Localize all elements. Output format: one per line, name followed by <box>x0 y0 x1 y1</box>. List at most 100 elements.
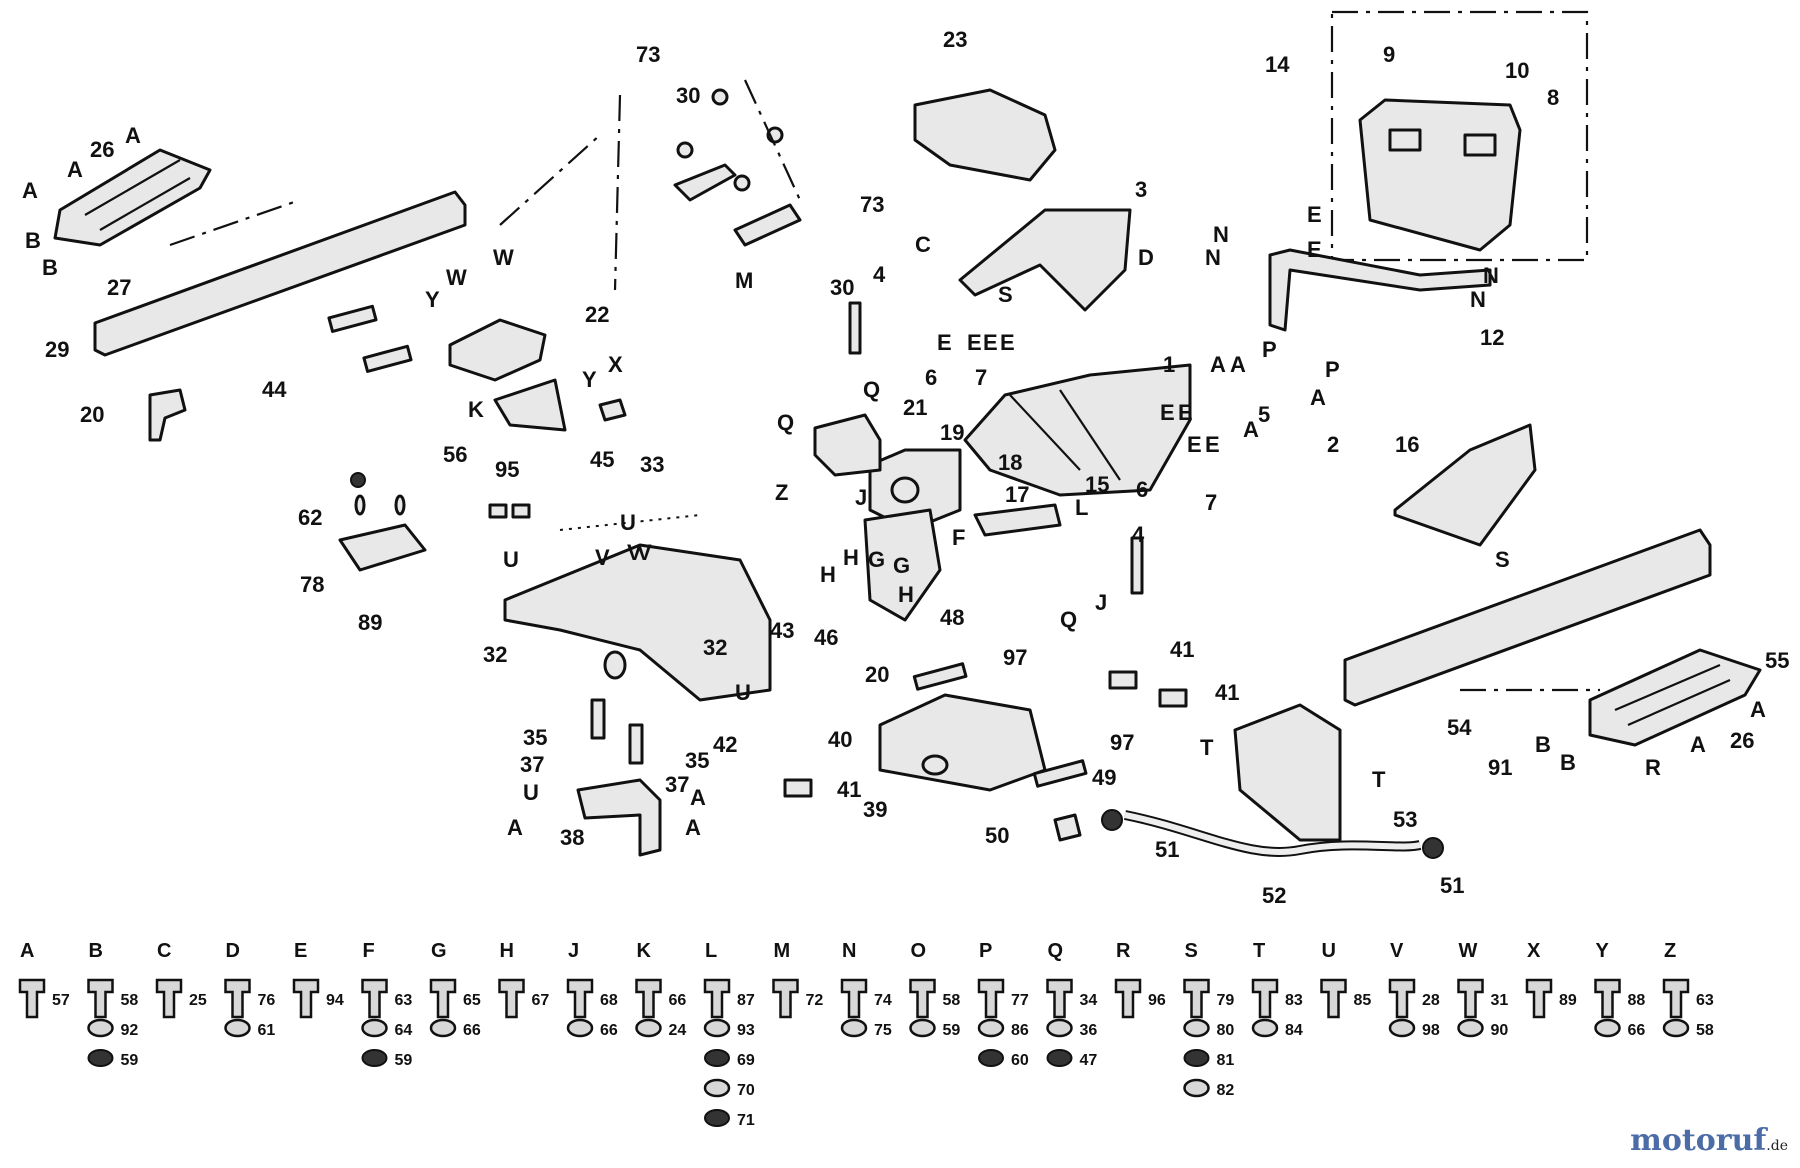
legend-part-number: 59 <box>121 1052 139 1069</box>
legend-letter: X <box>1527 940 1541 962</box>
part-spring-35b <box>628 723 644 765</box>
legend-group-a: A57 <box>18 940 70 1019</box>
callout-62: 62 <box>298 505 322 530</box>
legend-part-number: 58 <box>121 992 139 1009</box>
part-strip-4b <box>1130 536 1144 595</box>
watermark-tld: .de <box>1766 1138 1788 1154</box>
legend-part-number: 31 <box>1491 992 1509 1009</box>
legend-bolt-icon <box>292 978 320 1019</box>
legend-letter: B <box>89 940 103 962</box>
watermark-logo: motoruf.de <box>1630 1123 1788 1158</box>
callout-29: 29 <box>45 337 69 362</box>
legend-letter: W <box>1459 940 1478 962</box>
part-bracket-12 <box>1268 248 1492 332</box>
legend-group-m: M72 <box>772 940 823 1019</box>
ref-letter-n: N <box>1483 263 1499 288</box>
legend-letter: H <box>500 940 514 962</box>
legend-bolt-icon <box>772 978 799 1019</box>
callout-73: 73 <box>636 42 660 67</box>
legend-nut-icon <box>1183 1049 1210 1067</box>
legend-letter: O <box>911 940 927 962</box>
callout-53: 53 <box>1393 807 1417 832</box>
legend-bolt-icon <box>566 978 594 1019</box>
legend-part-number: 94 <box>326 992 344 1009</box>
part-pad-97a <box>912 662 968 691</box>
callout-23: 23 <box>943 27 967 52</box>
legend-part-number: 92 <box>121 1022 139 1039</box>
part-dash-panel <box>958 208 1132 312</box>
part-clip-33 <box>598 398 627 422</box>
dash-line-d <box>169 198 301 247</box>
legend-bolt-icon <box>635 978 662 1019</box>
part-left-footrest <box>53 148 212 247</box>
legend-part-number: 36 <box>1080 1022 1098 1039</box>
callout-6: 6 <box>1136 477 1148 502</box>
ref-letter-h: H <box>820 562 836 587</box>
legend-bolt-icon <box>429 978 457 1019</box>
legend-part-number: 68 <box>600 992 618 1009</box>
ref-letter-d: D <box>1138 245 1154 270</box>
legend-letter: U <box>1322 940 1336 962</box>
ref-letter-v: V <box>595 545 610 570</box>
legend-part-number: 86 <box>1011 1022 1029 1039</box>
ref-letter-b: B <box>1535 732 1551 757</box>
legend-letter: D <box>226 940 240 962</box>
callout-41: 41 <box>1170 637 1194 662</box>
legend-letter: L <box>705 940 717 962</box>
ref-letter-e: E <box>1307 202 1322 227</box>
callout-2: 2 <box>1327 432 1339 457</box>
dotted-line-frame <box>559 514 701 531</box>
ref-letter-e: E <box>1160 400 1175 425</box>
legend-part-number: 66 <box>1628 1022 1646 1039</box>
callout-51: 51 <box>1440 873 1464 898</box>
legend-letter: F <box>363 940 375 962</box>
part-pad-41c <box>783 778 813 798</box>
callout-10: 10 <box>1505 58 1529 83</box>
hardware-legend: A57B589259C25D7661E94F636459G6566H67J686… <box>18 940 1714 1129</box>
legend-nut-icon <box>361 1049 388 1067</box>
part-battery-box <box>1358 98 1522 252</box>
callout-1: 1 <box>1163 352 1175 377</box>
callout-32: 32 <box>703 635 727 660</box>
callout-7: 7 <box>1205 490 1217 515</box>
ref-letter-a: A <box>125 123 141 148</box>
legend-part-number: 70 <box>737 1082 755 1099</box>
ref-letter-b: B <box>1560 750 1576 775</box>
part-bumper-73a <box>711 88 729 106</box>
legend-part-number: 71 <box>737 1112 755 1129</box>
ref-letter-f: F <box>952 525 965 550</box>
legend-nut-icon <box>1594 1018 1621 1038</box>
ref-letter-e: E <box>937 330 952 355</box>
callout-17: 17 <box>1005 482 1029 507</box>
legend-part-number: 82 <box>1217 1082 1235 1099</box>
callout-97: 97 <box>1003 645 1027 670</box>
legend-bolt-icon <box>1525 978 1553 1019</box>
legend-nut-icon <box>1388 1018 1416 1038</box>
legend-bolt-icon <box>977 978 1005 1019</box>
legend-part-number: 67 <box>532 992 550 1009</box>
legend-letter: E <box>294 940 307 962</box>
dashed-box-14 <box>1330 10 1589 262</box>
ref-letter-t: T <box>1372 767 1386 792</box>
legend-nut-icon <box>1183 1018 1210 1038</box>
legend-part-number: 69 <box>737 1052 755 1069</box>
legend-part-number: 85 <box>1354 992 1372 1009</box>
legend-part-number: 89 <box>1559 992 1577 1009</box>
part-pad-97b <box>1032 759 1088 788</box>
ref-letter-n: N <box>1470 287 1486 312</box>
ref-letter-s: S <box>1495 547 1510 572</box>
legend-letter: J <box>568 940 579 962</box>
legend-part-number: 59 <box>943 1022 961 1039</box>
part-battery-terminal-b <box>1463 133 1497 157</box>
legend-bolt-icon <box>155 978 183 1019</box>
part-left-frame-rail <box>93 190 467 357</box>
part-hood <box>963 363 1192 497</box>
ref-letter-q: Q <box>777 410 794 435</box>
legend-part-number: 77 <box>1011 992 1029 1009</box>
ref-letter-w: W <box>446 265 467 290</box>
callout-15: 15 <box>1085 472 1109 497</box>
